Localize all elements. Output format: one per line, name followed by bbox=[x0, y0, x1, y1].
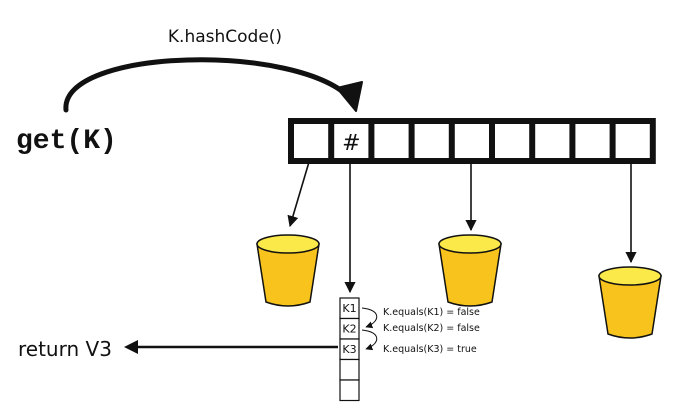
hash-curve-arrowhead bbox=[336, 81, 363, 112]
chain-key-label: K3 bbox=[342, 343, 356, 356]
bucket-3 bbox=[598, 266, 662, 339]
chain-key-label: K2 bbox=[342, 323, 356, 336]
compare-arrow-2 bbox=[361, 329, 378, 351]
hash-table-array: # bbox=[288, 118, 656, 164]
comparison-1: K.equals(K1) = false bbox=[383, 307, 480, 318]
comparison-3: K.equals(K3) = true bbox=[383, 344, 477, 355]
hash-curve-arrow bbox=[63, 57, 355, 113]
compare-arrow-1 bbox=[361, 307, 378, 329]
hashed-slot-marker: # bbox=[342, 131, 360, 156]
get-call-label: get(K) bbox=[16, 126, 117, 157]
chain-cell bbox=[339, 379, 360, 402]
chain-cell bbox=[339, 358, 360, 381]
return-arrowhead bbox=[124, 340, 138, 354]
bucket-2 bbox=[438, 234, 502, 307]
hash-code-label: K.hashCode() bbox=[168, 27, 282, 47]
hash-table-frame bbox=[288, 118, 656, 164]
return-label: return V3 bbox=[18, 337, 112, 361]
comparison-2: K.equals(K2) = false bbox=[383, 323, 480, 334]
slot-0-pointer bbox=[287, 161, 310, 228]
chain-key-label: K1 bbox=[342, 302, 356, 315]
bucket-1 bbox=[256, 234, 320, 307]
